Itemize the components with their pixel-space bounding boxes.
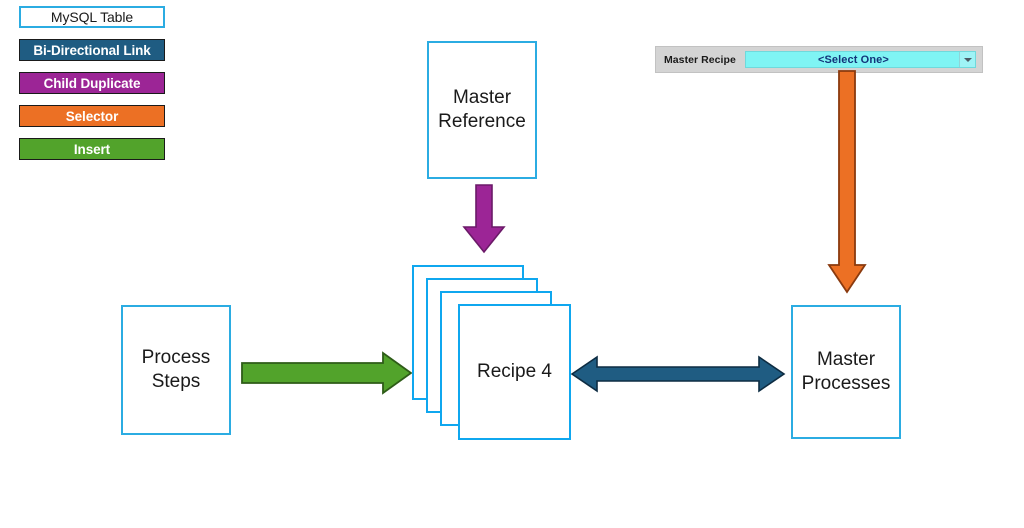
legend-item-selector: Selector (19, 105, 165, 127)
node-master-reference-line1: Master (452, 86, 512, 108)
recipe-card-front: Recipe 4 (458, 304, 571, 440)
node-master-processes-line1: Master (816, 348, 876, 370)
node-master-reference: Master Reference (427, 41, 537, 179)
recipe-card-label: Recipe 4 (477, 361, 552, 382)
node-master-reference-line2: Reference (438, 111, 526, 132)
node-master-processes-line2: Processes (801, 373, 891, 394)
legend-item-label: Selector (65, 108, 119, 124)
arrow-selector (827, 70, 867, 294)
legend-item-bi-directional-link: Bi-Directional Link (19, 39, 165, 61)
arrow-insert (241, 351, 413, 395)
arrow-bi-directional-link (570, 355, 786, 393)
legend-item-mysql-table: MySQL Table (19, 6, 165, 28)
caret-shape (963, 57, 972, 62)
node-process-steps-line2: Steps (151, 371, 201, 392)
node-master-processes: Master Processes (791, 305, 901, 439)
legend-item-label: Insert (73, 141, 111, 157)
master-recipe-select[interactable]: <Select One> (744, 51, 976, 68)
node-process-steps-line1: Process (141, 346, 211, 368)
chevron-down-icon[interactable] (959, 52, 975, 67)
legend-item-label: Child Duplicate (43, 75, 141, 91)
legend-item-child-duplicate: Child Duplicate (19, 72, 165, 94)
arrow-child-duplicate (462, 184, 506, 254)
master-recipe-selected-value: <Select One> (817, 53, 889, 66)
legend-item-label: Bi-Directional Link (33, 42, 151, 58)
legend-item-insert: Insert (19, 138, 165, 160)
recipe-card-stack: Recipe 4 (412, 265, 582, 440)
master-recipe-selector-panel: Master Recipe <Select One> (655, 46, 983, 73)
legend-item-label: MySQL Table (50, 9, 134, 25)
node-process-steps: Process Steps (121, 305, 231, 435)
master-recipe-label: Master Recipe (664, 53, 736, 66)
